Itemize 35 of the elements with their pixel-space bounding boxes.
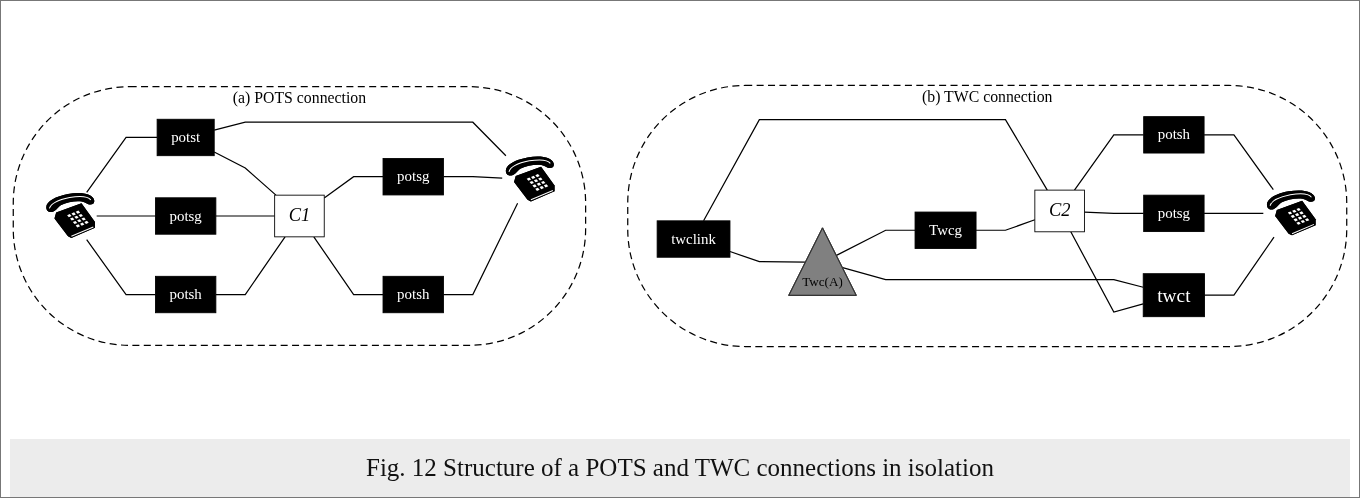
node-box: potst (156, 118, 215, 157)
node-box: potsg (1143, 194, 1205, 232)
connector (1203, 212, 1264, 214)
connector (729, 250, 807, 263)
node-box: twclink (656, 220, 731, 258)
node-box: twct (1142, 273, 1205, 318)
connector (215, 236, 286, 296)
connector (842, 267, 1144, 288)
connector (96, 215, 157, 217)
connector (1203, 134, 1274, 191)
node-box: C2 (1034, 189, 1085, 233)
connector (442, 176, 503, 179)
node-box: Twcg (914, 211, 977, 249)
connector (86, 136, 158, 193)
node-box: potsh (1143, 116, 1205, 154)
connector (702, 118, 1048, 222)
figure-caption: Fig. 12 Structure of a POTS and TWC connections in isolation (366, 454, 994, 482)
connector (1073, 134, 1145, 191)
node-box: C1 (274, 194, 325, 238)
connector (1083, 211, 1145, 214)
connector (215, 215, 276, 217)
node-box: potsh (155, 275, 217, 314)
node-box: potsh (382, 275, 444, 314)
connector (86, 239, 157, 296)
connector (213, 151, 277, 196)
node-box: potsg (382, 158, 444, 196)
connector (213, 121, 507, 157)
connector (442, 202, 519, 296)
connector (835, 229, 916, 256)
connector (1070, 231, 1144, 313)
connector (975, 219, 1036, 231)
connector (313, 236, 384, 296)
node-box: potsg (155, 197, 217, 235)
connector (1203, 236, 1275, 296)
connector (323, 176, 384, 199)
